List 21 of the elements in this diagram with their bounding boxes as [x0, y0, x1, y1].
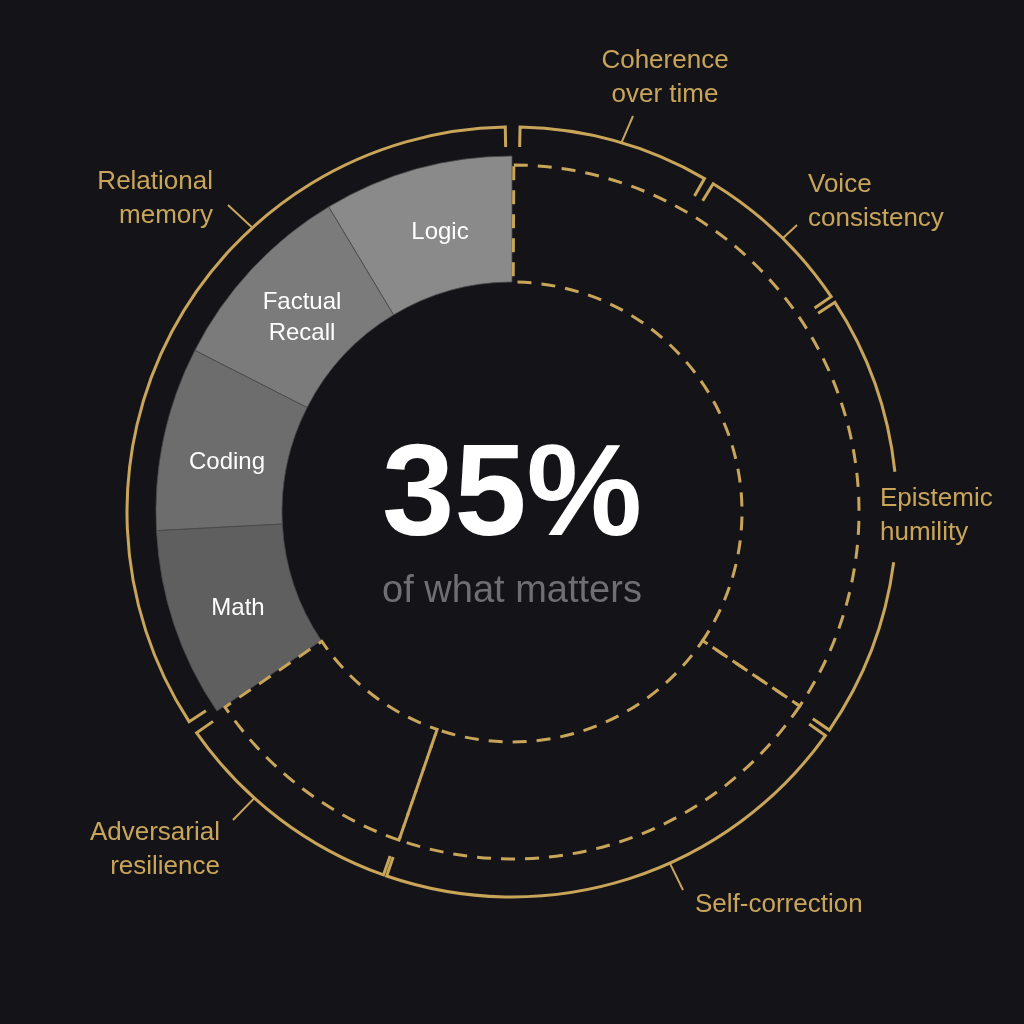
callout-label: Voice consistency — [808, 166, 1008, 234]
segment-label: Coding — [188, 445, 266, 476]
dashed-segment — [223, 639, 439, 842]
percentage-figure: 35% — [380, 420, 644, 560]
bracket-arc — [518, 125, 706, 197]
leader-line — [620, 115, 634, 144]
callout-label: Coherence over time — [580, 42, 750, 110]
segment-label: Factual Recall — [261, 286, 343, 347]
bracket-arc — [811, 300, 993, 732]
leader-line — [668, 862, 684, 891]
callout-label: Self-correction — [695, 886, 925, 920]
leader-line — [781, 224, 798, 240]
leader-line — [227, 204, 254, 229]
leader-line — [232, 797, 256, 821]
callout-label: Adversarial resilience — [40, 814, 220, 882]
callout-label: Epistemic humility — [880, 481, 994, 548]
segment-label: Logic — [411, 215, 469, 246]
segment-label: Math — [211, 591, 265, 622]
caption-text: of what matters — [381, 567, 643, 612]
dashed-segment — [397, 639, 802, 861]
callout-label: Relational memory — [40, 163, 213, 231]
